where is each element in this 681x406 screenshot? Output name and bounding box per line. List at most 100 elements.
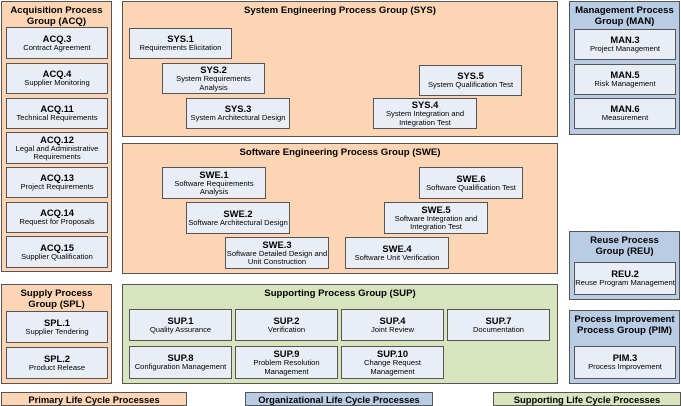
system-engineering-group: System Engineering Process Group (SYS) S… <box>122 1 558 137</box>
process-name: Project Management <box>589 44 661 54</box>
process-id: ACQ.14 <box>40 207 74 219</box>
process-id: SUP.7 <box>485 314 512 326</box>
supply-group: Supply Process Group (SPL) SPL.1 Supplie… <box>1 284 112 384</box>
process-id: SUP.10 <box>376 348 409 360</box>
process-id: SYS.2 <box>200 64 227 76</box>
process-name: Reuse Program Management <box>575 278 675 288</box>
process-id: REU.2 <box>611 268 639 280</box>
process-sup-4[interactable]: SUP.4 Joint Review <box>341 309 444 341</box>
process-name: Technical Requirements <box>16 113 98 123</box>
process-id: MAN.3 <box>610 34 640 46</box>
process-id: SWE.2 <box>223 207 253 219</box>
process-id: ACQ.12 <box>40 133 74 145</box>
process-acq-13[interactable]: ACQ.13 Project Requirements <box>6 167 108 198</box>
reuse-group-title: Reuse Process Group (REU) <box>590 235 659 257</box>
process-name: System Architectural Design <box>190 113 286 123</box>
acquisition-group-title: Acquisition Process Group (ACQ) <box>10 5 103 27</box>
process-id: SPL.1 <box>43 316 71 328</box>
process-name: Risk Management <box>594 79 656 89</box>
process-name: Request for Proposals <box>19 217 95 227</box>
process-id: ACQ.3 <box>42 32 72 44</box>
process-id: MAN.5 <box>610 69 640 81</box>
process-id: ACQ.4 <box>42 68 72 80</box>
system-engineering-group-title: System Engineering Process Group (SYS) <box>244 5 436 16</box>
process-acq-3[interactable]: ACQ.3 Contract Agreement <box>6 27 108 59</box>
process-id: ACQ.15 <box>40 241 74 253</box>
process-name: Problem Resolution Management <box>253 358 320 376</box>
process-swe-2[interactable]: SWE.2 Software Architectural Design <box>186 202 290 234</box>
process-id: SUP.4 <box>379 314 406 326</box>
process-spl-2[interactable]: SPL.2 Product Release <box>6 347 108 379</box>
process-name: Software Detailed Design and Unit Constr… <box>226 248 328 266</box>
process-sup-8[interactable]: SUP.8 Configuration Management <box>129 346 232 379</box>
process-swe-5[interactable]: SWE.5 Software Integration and Integrati… <box>384 202 488 234</box>
legend-organizational: Organizational Life Cycle Processes <box>245 392 433 406</box>
supply-group-title: Supply Process Group (SPL) <box>20 288 93 310</box>
process-id: SYS.5 <box>457 70 484 82</box>
process-name: Product Release <box>28 362 86 372</box>
process-pim-3[interactable]: PIM.3 Process Improvement <box>574 346 676 379</box>
process-name: Software Requirements Analysis <box>174 178 254 196</box>
process-sys-1[interactable]: SYS.1 Requirements Elicitation <box>129 28 232 59</box>
process-name: Process Improvement <box>588 362 662 372</box>
process-id: ACQ.11 <box>40 103 74 115</box>
process-sys-3[interactable]: SYS.3 System Architectural Design <box>186 98 290 129</box>
process-id: SWE.5 <box>421 203 451 215</box>
process-acq-11[interactable]: ACQ.11 Technical Requirements <box>6 98 108 129</box>
process-id: SUP.2 <box>273 314 300 326</box>
process-improvement-group: Process Improvement Process Group (PIM) … <box>569 310 680 384</box>
process-name: Supplier Tendering <box>25 326 89 336</box>
reuse-group: Reuse Process Group (REU) REU.2 Reuse Pr… <box>569 231 680 300</box>
management-group: Management Process Group (MAN) MAN.3 Pro… <box>569 1 680 135</box>
process-acq-15[interactable]: ACQ.15 Supplier Qualification <box>6 236 108 268</box>
process-name: Supplier Monitoring <box>24 78 90 88</box>
process-id: SWE.4 <box>382 242 412 254</box>
process-sup-10[interactable]: SUP.10 Change Request Management <box>341 346 444 379</box>
process-id: SWE.3 <box>262 238 292 250</box>
process-id: SWE.6 <box>456 172 486 184</box>
process-name: Project Requirements <box>20 182 94 192</box>
process-name: Quality Assurance <box>149 324 212 334</box>
process-sys-2[interactable]: SYS.2 System Requirements Analysis <box>162 63 265 94</box>
process-id: SUP.8 <box>167 352 194 364</box>
process-swe-6[interactable]: SWE.6 Software Qualification Test <box>419 167 523 199</box>
process-swe-3[interactable]: SWE.3 Software Detailed Design and Unit … <box>225 237 329 269</box>
process-id: SUP.9 <box>273 348 300 360</box>
process-name: System Requirements Analysis <box>176 74 251 92</box>
process-improvement-group-title: Process Improvement Process Group (PIM) <box>574 314 675 336</box>
process-swe-1[interactable]: SWE.1 Software Requirements Analysis <box>162 167 266 199</box>
process-swe-4[interactable]: SWE.4 Software Unit Verification <box>345 237 449 269</box>
process-name: Contract Agreement <box>23 42 91 52</box>
process-sup-7[interactable]: SUP.7 Documentation <box>447 309 550 341</box>
process-id: PIM.3 <box>612 352 638 364</box>
process-name: Configuration Management <box>134 362 227 372</box>
process-acq-4[interactable]: ACQ.4 Supplier Monitoring <box>6 63 108 94</box>
process-id: SYS.3 <box>224 103 252 115</box>
process-sup-1[interactable]: SUP.1 Quality Assurance <box>129 309 232 341</box>
process-name: Measurement <box>601 113 649 123</box>
process-reu-2[interactable]: REU.2 Reuse Program Management <box>574 262 676 295</box>
process-sup-9[interactable]: SUP.9 Problem Resolution Management <box>235 346 338 379</box>
process-sys-4[interactable]: SYS.4 System Integration and Integration… <box>373 98 477 129</box>
process-id: SPL.2 <box>43 352 71 364</box>
process-man-6[interactable]: MAN.6 Measurement <box>574 98 676 129</box>
management-group-title: Management Process Group (MAN) <box>575 5 674 27</box>
process-sys-5[interactable]: SYS.5 System Qualification Test <box>419 65 522 96</box>
process-sup-2[interactable]: SUP.2 Verification <box>235 309 338 341</box>
process-name: System Qualification Test <box>427 80 514 90</box>
process-man-3[interactable]: MAN.3 Project Management <box>574 29 676 60</box>
supporting-group: Supporting Process Group (SUP) SUP.1 Qua… <box>122 284 558 384</box>
process-id: SYS.4 <box>411 99 439 111</box>
legend-primary: Primary Life Cycle Processes <box>1 392 187 406</box>
process-name: Requirements Elicitation <box>139 43 222 53</box>
process-spl-1[interactable]: SPL.1 Supplier Tendering <box>6 311 108 343</box>
process-name: Joint Review <box>370 324 415 334</box>
process-name: Supplier Qualification <box>21 251 93 261</box>
process-acq-12[interactable]: ACQ.12 Legal and Administrative Requirem… <box>6 132 108 164</box>
legend-supporting: Supporting Life Cycle Processes <box>493 392 681 406</box>
acquisition-group: Acquisition Process Group (ACQ) ACQ.3 Co… <box>1 1 112 272</box>
process-acq-14[interactable]: ACQ.14 Request for Proposals <box>6 202 108 233</box>
process-name: Legal and Administrative Requirements <box>15 143 99 161</box>
software-engineering-group: Software Engineering Process Group (SWE)… <box>122 143 558 274</box>
process-man-5[interactable]: MAN.5 Risk Management <box>574 64 676 95</box>
